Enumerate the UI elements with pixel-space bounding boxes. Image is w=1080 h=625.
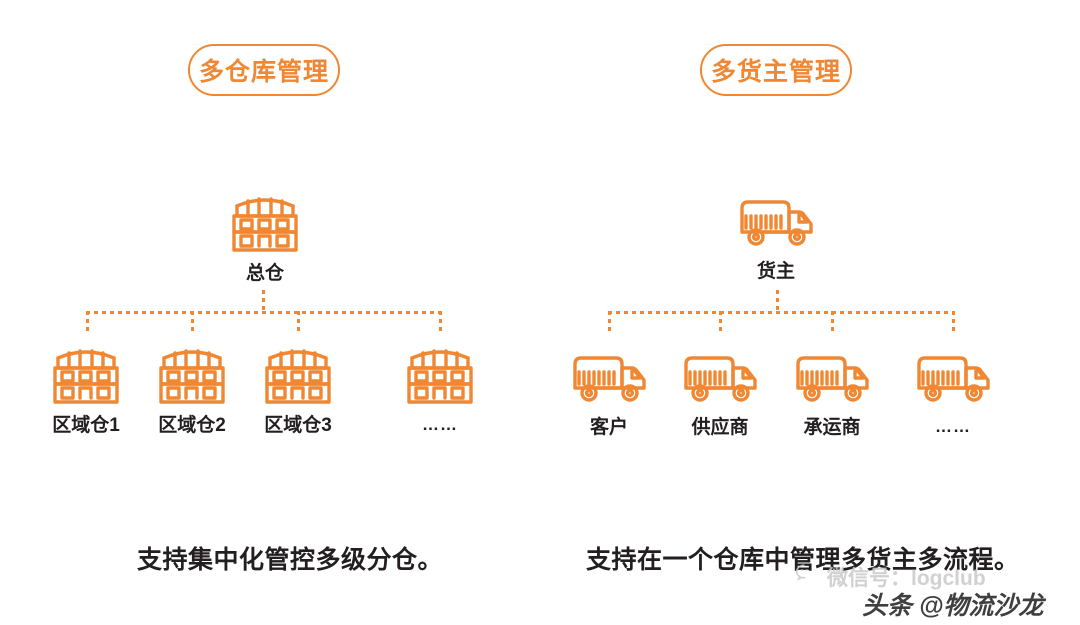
panel-caption-multi-warehouse: 支持集中化管控多级分仓。 xyxy=(137,546,444,574)
root-node-warehouse: 总仓 xyxy=(205,190,325,283)
connector-drop-left-2 xyxy=(191,311,194,334)
leaf-node-warehouse-1: 区域仓1 xyxy=(48,342,124,435)
warehouse-icon xyxy=(403,342,477,409)
wechat-icon xyxy=(795,563,821,591)
connector-drop-right-1 xyxy=(608,311,611,334)
connector-root-stem-right xyxy=(776,290,779,312)
warehouse-icon xyxy=(155,342,229,409)
leaf-node-label: 区域仓2 xyxy=(158,415,226,436)
connector-drop-left-3 xyxy=(297,311,300,334)
warehouse-icon xyxy=(261,342,335,409)
truck-icon xyxy=(570,350,648,411)
warehouse-icon xyxy=(228,190,302,257)
warehouse-icon xyxy=(49,342,123,409)
truck-icon xyxy=(737,194,815,255)
truck-icon xyxy=(793,350,871,411)
leaf-node-label: 承运商 xyxy=(803,417,861,438)
watermark-wechat-text: 微信号：logclub xyxy=(827,567,986,590)
root-node-shipper: 货主 xyxy=(716,194,836,281)
leaf-node-label: 区域仓3 xyxy=(264,415,332,436)
connector-bus-right xyxy=(608,311,955,314)
watermark-wechat: 微信号：logclub xyxy=(795,562,986,592)
leaf-node-shipper-2: 供应商 xyxy=(681,350,759,437)
watermark-toutiao: 头条 @物流沙龙 xyxy=(862,592,1044,620)
truck-icon xyxy=(681,350,759,411)
leaf-node-warehouse-more: …… xyxy=(402,342,478,433)
leaf-node-label: 区域仓1 xyxy=(52,415,120,436)
connector-bus-left xyxy=(86,311,441,314)
truck-icon xyxy=(914,350,992,411)
root-node-label: 总仓 xyxy=(245,263,284,284)
connector-drop-left-4 xyxy=(439,311,442,334)
root-node-label: 货主 xyxy=(756,261,795,282)
connector-drop-right-2 xyxy=(719,311,722,334)
leaf-node-warehouse-2: 区域仓2 xyxy=(154,342,230,435)
panel-title-multi-warehouse: 多仓库管理 xyxy=(188,44,340,96)
connector-drop-left-1 xyxy=(86,311,89,334)
leaf-node-label: 客户 xyxy=(589,417,628,438)
connector-drop-right-3 xyxy=(831,311,834,334)
leaf-node-shipper-1: 客户 xyxy=(570,350,648,437)
panel-title-multi-shipper: 多货主管理 xyxy=(700,44,852,96)
leaf-node-label: 供应商 xyxy=(691,417,749,438)
leaf-node-label: …… xyxy=(935,417,971,436)
connector-drop-right-4 xyxy=(952,311,955,334)
leaf-node-shipper-3: 承运商 xyxy=(793,350,871,437)
connector-root-stem-left xyxy=(262,290,265,312)
leaf-node-warehouse-3: 区域仓3 xyxy=(260,342,336,435)
leaf-node-label: …… xyxy=(422,415,458,434)
leaf-node-shipper-more: …… xyxy=(914,350,992,435)
